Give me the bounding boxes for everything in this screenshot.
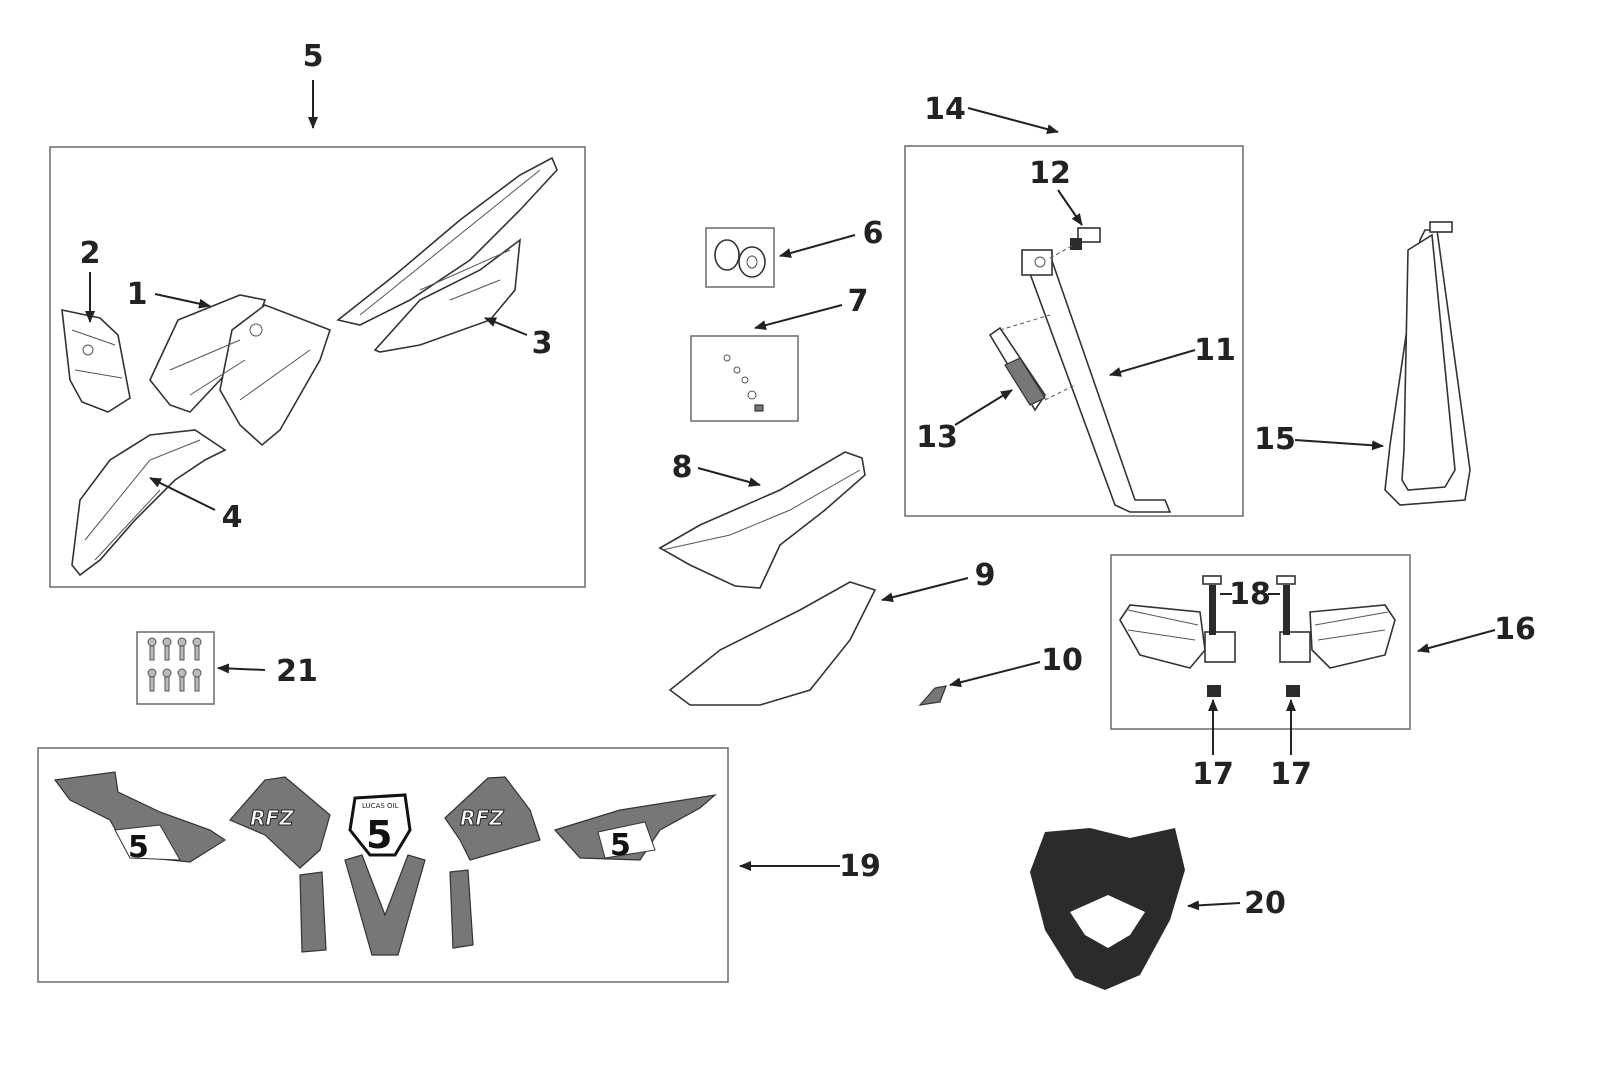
seat[interactable] bbox=[658, 451, 866, 589]
callout-14: 14 bbox=[924, 92, 966, 127]
footpegs-box bbox=[1110, 554, 1411, 730]
side-stand[interactable] bbox=[1021, 249, 1172, 513]
headlight-mask[interactable] bbox=[1030, 828, 1185, 990]
stand-spring-plate[interactable] bbox=[988, 314, 1076, 412]
decal-number-right: 5 bbox=[610, 828, 631, 863]
decal-sponsor: LUCAS OIL bbox=[362, 802, 399, 810]
callout-9: 9 bbox=[975, 558, 996, 593]
part-6-grommets[interactable] bbox=[714, 239, 766, 278]
callout-17-left: 17 bbox=[1192, 757, 1234, 792]
callout-11: 11 bbox=[1194, 333, 1236, 368]
callout-5: 5 bbox=[303, 39, 324, 74]
callout-13: 13 bbox=[916, 420, 958, 455]
callout-6: 6 bbox=[863, 216, 884, 251]
radiator-shroud[interactable] bbox=[149, 294, 332, 447]
callout-2: 2 bbox=[80, 236, 101, 271]
part-10-clip[interactable] bbox=[918, 685, 947, 706]
part-6-box bbox=[705, 227, 775, 288]
callout-7: 7 bbox=[848, 284, 869, 319]
callout-18: 18 bbox=[1229, 577, 1271, 612]
callout-labels: 5 1 2 3 4 6 7 8 9 10 11 12 13 14 15 16 1… bbox=[80, 39, 1536, 921]
plastics-kit-box bbox=[49, 146, 586, 588]
callout-10: 10 bbox=[1041, 643, 1083, 678]
callout-12: 12 bbox=[1029, 156, 1071, 191]
part-7-box bbox=[690, 335, 799, 422]
decal-brand-left: RFZ bbox=[250, 806, 294, 830]
callout-19: 19 bbox=[839, 849, 881, 884]
decal-kit[interactable]: 5 RFZ LUCAS OIL 5 RFZ 5 bbox=[53, 771, 717, 956]
callout-4: 4 bbox=[222, 500, 243, 535]
bolt-set[interactable] bbox=[147, 637, 202, 692]
callout-1: 1 bbox=[127, 277, 148, 312]
callout-17-right: 17 bbox=[1270, 757, 1312, 792]
stand-bolt[interactable] bbox=[1049, 227, 1101, 259]
front-number-plate[interactable] bbox=[61, 308, 131, 413]
seat-cover[interactable] bbox=[668, 581, 877, 706]
front-fender[interactable] bbox=[71, 429, 227, 577]
callout-20: 20 bbox=[1244, 886, 1286, 921]
leader-lines bbox=[85, 80, 1496, 911]
side-stand-box bbox=[904, 145, 1244, 517]
decal-number-center: 5 bbox=[366, 813, 392, 857]
decal-brand-right: RFZ bbox=[460, 806, 504, 830]
decal-kit-box bbox=[37, 747, 729, 983]
stand-15[interactable] bbox=[1384, 221, 1471, 506]
callout-21: 21 bbox=[276, 654, 318, 689]
decal-number-left: 5 bbox=[128, 830, 149, 865]
callout-15: 15 bbox=[1254, 422, 1296, 457]
callout-3: 3 bbox=[532, 326, 553, 361]
footpeg-left[interactable] bbox=[1119, 575, 1236, 697]
callout-8: 8 bbox=[672, 450, 693, 485]
part-7-hardware[interactable] bbox=[723, 354, 764, 412]
footpeg-right[interactable] bbox=[1276, 575, 1396, 697]
bolts-box bbox=[136, 631, 215, 705]
callout-16: 16 bbox=[1494, 612, 1536, 647]
rear-fender[interactable] bbox=[336, 156, 558, 353]
